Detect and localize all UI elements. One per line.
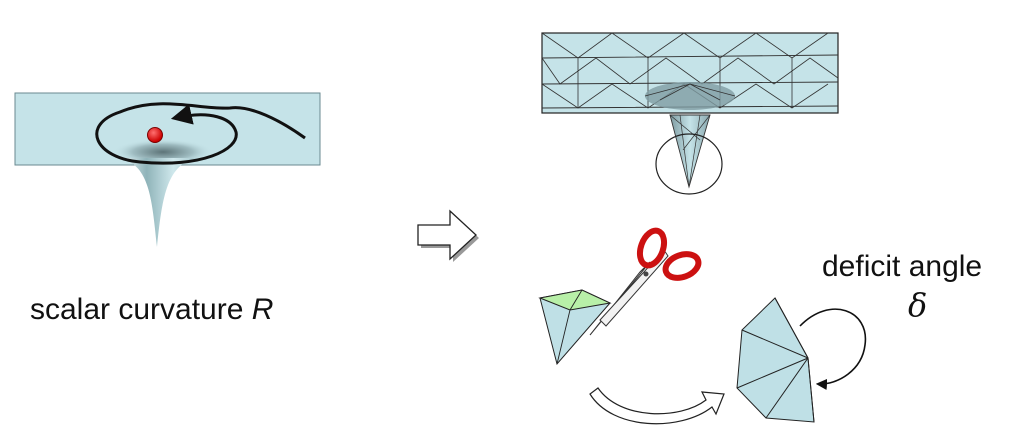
deficit-angle-label: deficit angle bbox=[822, 250, 983, 283]
transition-arrow bbox=[417, 209, 479, 262]
mesh-cone bbox=[669, 114, 711, 189]
flattened-triangles bbox=[736, 297, 815, 423]
curvature-symbol: R bbox=[251, 293, 274, 326]
cone-tip-highlight bbox=[655, 133, 723, 195]
deficit-angle-arrow bbox=[799, 308, 867, 391]
caption-text: scalar curvature bbox=[30, 293, 252, 326]
curved-surface-illustration bbox=[14, 92, 321, 247]
deficit-angle-symbol: δ bbox=[908, 286, 928, 324]
parallel-transport-loop bbox=[95, 102, 306, 165]
curvature-point bbox=[147, 127, 163, 143]
cut-cone-piece bbox=[538, 289, 612, 366]
flatten-curved-arrow bbox=[589, 387, 725, 425]
triangulated-mesh bbox=[541, 32, 839, 195]
scalar-curvature-caption: scalar curvature R bbox=[30, 293, 273, 327]
scissors-icon bbox=[589, 227, 702, 336]
funnel-spike bbox=[120, 158, 196, 247]
